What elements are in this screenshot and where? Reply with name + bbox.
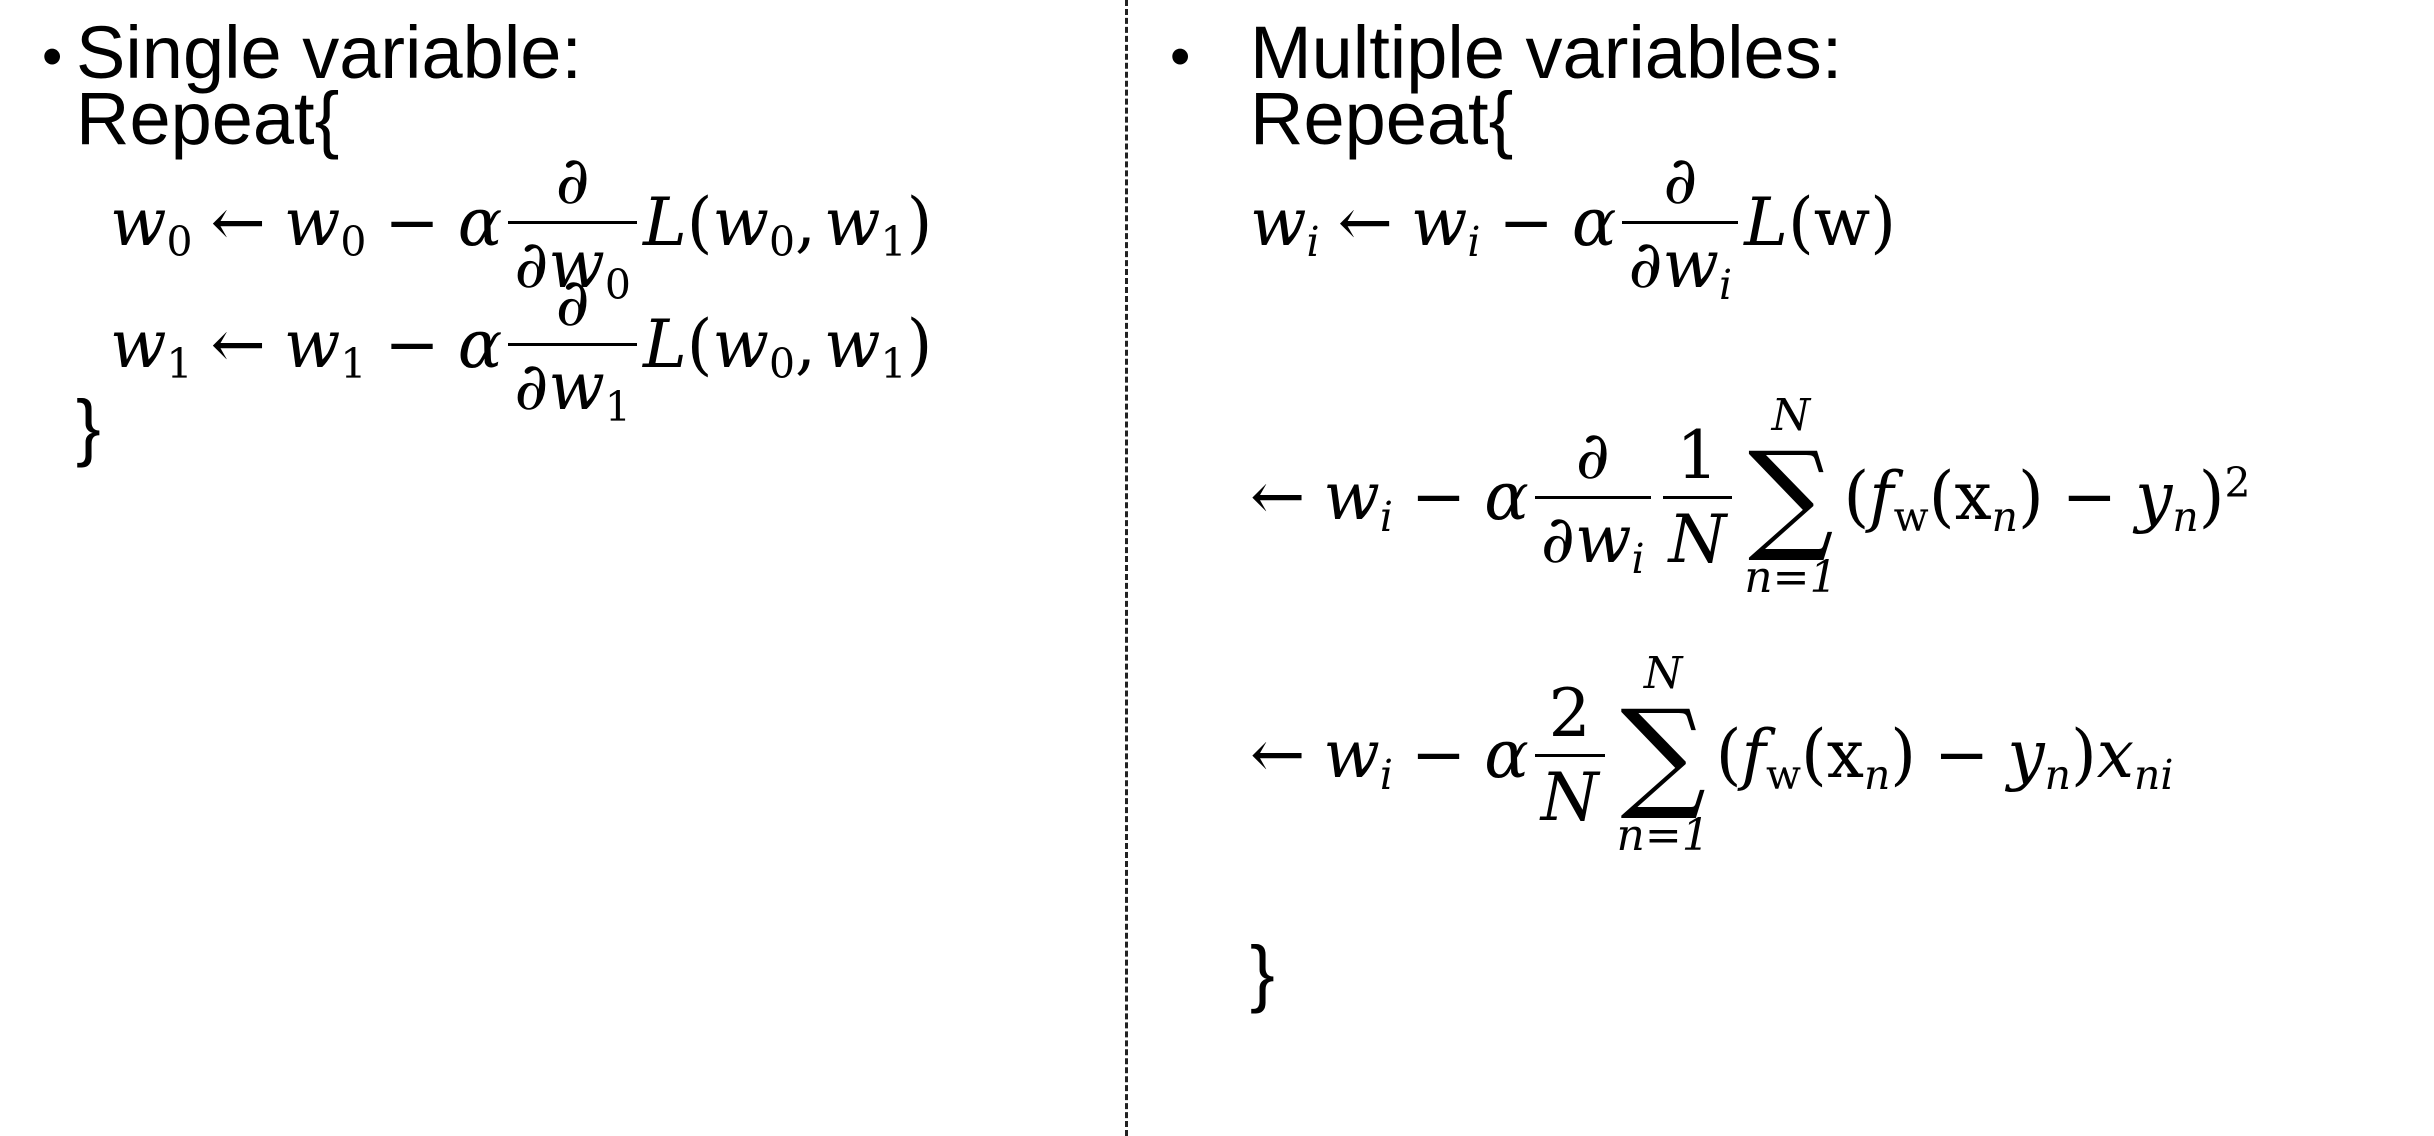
left-eq2-partial-fraction: ∂ ∂w1 xyxy=(508,268,637,427)
right-equation-3: ← wi − α 2 N N ∑ n=1 ( fw ( xn ) − yn ) … xyxy=(1250,648,2174,862)
left-bullet: • xyxy=(42,24,63,89)
right-heading: Multiple variables: xyxy=(1250,11,1843,94)
left-heading: Single variable: xyxy=(76,11,582,94)
right-repeat-close: } xyxy=(1250,931,1275,1014)
column-divider xyxy=(1125,0,1128,1136)
left-repeat-open: Repeat{ xyxy=(76,77,340,160)
left-equation-1: w0 ← w0 − α ∂ ∂w0 L ( w0 , w1 ) xyxy=(110,142,933,309)
left-repeat-close: } xyxy=(76,385,101,468)
right-equation-1: wi ← wi − α ∂ ∂wi L ( w ) xyxy=(1250,142,1896,309)
right-eq1-partial-fraction: ∂ ∂wi xyxy=(1622,146,1739,305)
right-equation-2: ← wi − α ∂ ∂wi 1 N N ∑ n=1 ( fw ( xn ) −… xyxy=(1250,390,2251,604)
left-equation-2: w1 ← w1 − α ∂ ∂w1 L ( w0 , w1 ) xyxy=(110,264,933,431)
right-repeat-open: Repeat{ xyxy=(1250,77,1514,160)
right-eq3-two-over-n-fraction: 2 N xyxy=(1534,678,1605,832)
right-bullet: • xyxy=(1170,24,1191,89)
right-eq3-summation: N ∑ n=1 xyxy=(1616,648,1710,862)
left-eq1-partial-fraction: ∂ ∂w0 xyxy=(508,146,637,305)
right-eq2-summation: N ∑ n=1 xyxy=(1744,390,1838,604)
right-eq2-partial-fraction: ∂ ∂wi xyxy=(1534,420,1651,580)
right-eq2-one-over-n-fraction: 1 N xyxy=(1662,420,1733,574)
